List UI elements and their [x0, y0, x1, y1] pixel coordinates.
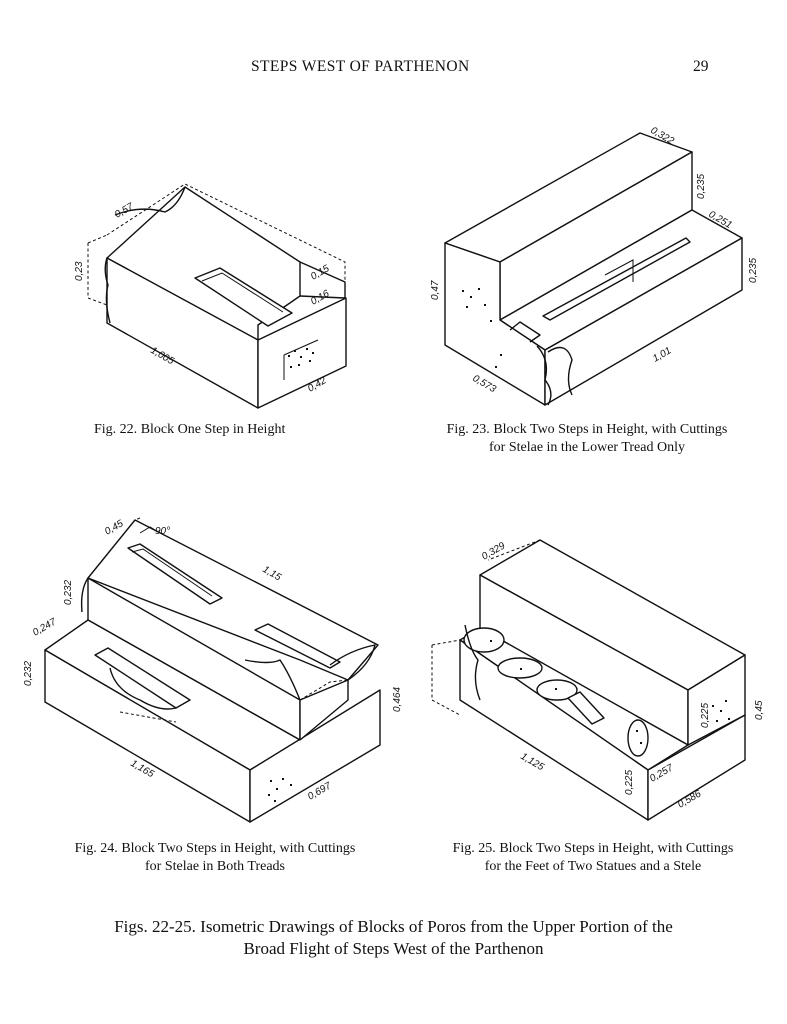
fig-25-caption: Fig. 25. Block Two Steps in Height, with…	[452, 841, 734, 874]
fig-22-caption: Fig. 22. Block One Step in Height	[94, 422, 286, 437]
dim-length: 1,125	[519, 751, 547, 773]
dim-riser-lower: 0,232	[23, 661, 34, 686]
stipple-marks	[283, 339, 319, 380]
running-title: STEPS WEST OF PARTHENON	[251, 58, 470, 75]
dim-step-lower: 0,16	[309, 288, 332, 307]
dim-riser-upper: 0,232	[63, 580, 74, 605]
plate-caption-line-2: Broad Flight of Steps West of the Parthe…	[243, 939, 544, 958]
dim-riser-upper: 0,225	[700, 703, 711, 728]
dim-left-height: 0,23	[74, 261, 85, 281]
stipple-marks	[490, 640, 730, 744]
stipple-marks	[268, 778, 292, 802]
fig-23-caption: Fig. 23. Block Two Steps in Height, with…	[446, 422, 728, 455]
fig-23-drawing: 0,322 0,235 0,251 0,235 0,47 1,01 0,573	[430, 125, 759, 406]
fig-22-drawing: 0,57 0,23 0,15 0,16 1,005 0,42	[74, 183, 347, 409]
dim-tread: 0,247	[31, 616, 59, 638]
dim-length-top: 1,15	[261, 564, 284, 583]
running-head: STEPS WEST OF PARTHENON 29	[0, 58, 787, 82]
dim-left-height: 0,47	[430, 280, 441, 300]
dim-angle: 90°	[155, 526, 170, 537]
dim-width: 0,573	[471, 373, 499, 395]
plate-caption-line-1: Figs. 22-25. Isometric Drawings of Block…	[114, 917, 673, 936]
fig-25-drawing: 0,329 0,225 0,45 1,125 0,225 0,257 0,586	[431, 539, 765, 821]
fig-24-caption: Fig. 24. Block Two Steps in Height, with…	[74, 841, 356, 874]
dim-step-upper: 0,15	[309, 263, 332, 282]
dim-riser-lower: 0,225	[624, 770, 635, 795]
stipple-marks	[462, 288, 502, 368]
dim-top: 0,57	[113, 201, 136, 220]
page-number: 29	[693, 58, 709, 75]
dim-riser-upper: 0,235	[696, 174, 707, 199]
dim-riser-lower: 0,235	[748, 258, 759, 283]
plate-caption: Figs. 22-25. Isometric Drawings of Block…	[40, 916, 747, 960]
dim-height: 0,45	[754, 700, 765, 720]
fig-24-drawing: 0,45 90° 1,15 0,232 0,247 0,232 0,464 1,…	[23, 517, 403, 823]
dim-length: 1,01	[651, 345, 673, 364]
dim-top: 0,329	[480, 540, 508, 562]
dim-height: 0,464	[392, 687, 403, 712]
